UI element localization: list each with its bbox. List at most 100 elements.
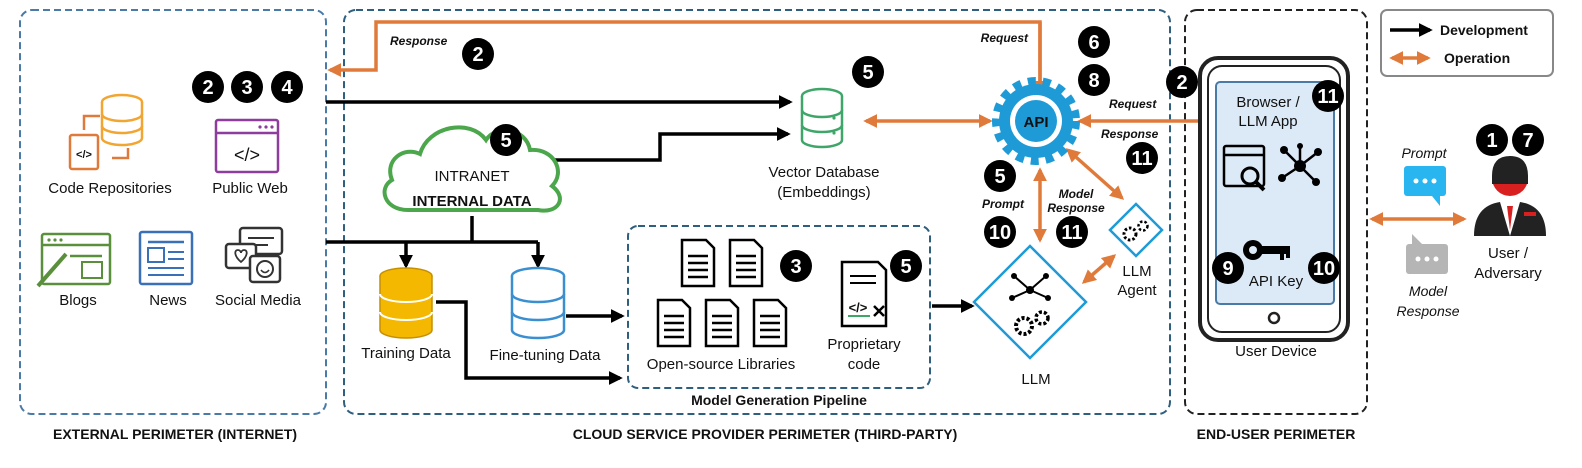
finetuning-data-icon	[510, 266, 566, 340]
social-media-icon	[224, 226, 284, 284]
cloud-perimeter-label: CLOUD SERVICE PROVIDER PERIMETER (THIRD-…	[573, 426, 958, 442]
badge-proprietary: 5	[890, 250, 922, 282]
edge-label-model-response-user-1: Model	[1409, 283, 1448, 299]
blogs-label: Blogs	[59, 292, 97, 309]
svg-text:11: 11	[1317, 86, 1338, 108]
public-web-icon: </>	[214, 118, 280, 174]
vector-database-label-1: Vector Database	[769, 164, 880, 181]
external-perimeter-box	[19, 9, 327, 415]
device-app-label-2: LLM App	[1238, 113, 1297, 130]
blogs-icon	[36, 232, 112, 288]
code-repositories-label: Code Repositories	[48, 180, 171, 197]
badge-response-top: 2	[462, 38, 494, 70]
badge-user-a: 1	[1476, 124, 1508, 156]
llm-icon	[972, 244, 1088, 360]
edge-label-response-top: Response	[390, 34, 448, 48]
svg-text:5: 5	[900, 256, 911, 278]
proprietary-code-label-2: code	[848, 356, 881, 373]
edge-label-prompt-user: Prompt	[1401, 145, 1447, 161]
svg-text:6: 6	[1088, 32, 1099, 54]
external-perimeter-label: EXTERNAL PERIMETER (INTERNET)	[53, 426, 297, 442]
enduser-perimeter-box	[1184, 9, 1368, 415]
badge-user-b: 7	[1512, 124, 1544, 156]
badge-external-c: 4	[271, 71, 303, 103]
badge-vector-db: 5	[852, 56, 884, 88]
edge-label-request-device: Request	[1109, 97, 1157, 111]
badge-libraries: 3	[780, 250, 812, 282]
legend-development-label: Development	[1440, 22, 1528, 38]
edge-label-response-device: Response	[1101, 127, 1159, 141]
intranet-to-vectordb-arrow	[538, 127, 791, 162]
edge-label-prompt-api: Prompt	[982, 197, 1025, 211]
proprietary-code-label-1: Proprietary	[827, 336, 901, 353]
edge-label-request-top: Request	[981, 31, 1029, 45]
svg-text:</>: </>	[849, 300, 868, 315]
legend-operation-label: Operation	[1444, 50, 1510, 66]
user-label-2: Adversary	[1474, 265, 1542, 282]
browser-search-icon	[1222, 144, 1266, 192]
badge-device-app: 11	[1312, 80, 1344, 112]
open-source-libraries-label: Open-source Libraries	[647, 356, 795, 373]
badge-device-request: 2	[1166, 66, 1198, 98]
svg-text:7: 7	[1522, 130, 1533, 152]
badge-response-device: 11	[1126, 142, 1158, 174]
intranet-subtitle: INTERNAL DATA	[412, 193, 531, 210]
response-arrow-top	[327, 20, 1042, 86]
badge-prompt-api-b: 10	[984, 216, 1016, 248]
cloud-perimeter-box	[343, 9, 1171, 415]
badge-api-key-a: 9	[1212, 252, 1244, 284]
vector-database-icon	[800, 87, 844, 149]
llm-label: LLM	[1021, 371, 1050, 388]
social-media-label: Social Media	[215, 292, 302, 309]
intranet-title: INTRANET	[435, 168, 510, 185]
svg-text:3: 3	[241, 77, 252, 99]
badge-model-response: 11	[1056, 216, 1088, 248]
api-key-label: API Key	[1249, 273, 1304, 290]
open-source-libraries-icon	[656, 238, 788, 348]
api-label: API	[1023, 114, 1048, 131]
pipeline-box	[627, 225, 931, 389]
code-repositories-icon: </>	[68, 93, 144, 171]
user-adversary-icon	[1474, 156, 1546, 236]
svg-text:2: 2	[1176, 72, 1187, 94]
svg-text:2: 2	[472, 44, 483, 66]
badge-api-a: 6	[1078, 26, 1110, 58]
news-label: News	[149, 292, 187, 309]
llm-agent-icon	[1108, 202, 1164, 258]
vector-database-label-2: (Embeddings)	[777, 184, 870, 201]
svg-text:9: 9	[1222, 258, 1233, 280]
svg-text:5: 5	[994, 166, 1005, 188]
svg-text:</>: </>	[234, 145, 260, 165]
user-label-1: User /	[1488, 245, 1529, 262]
edge-label-model-response-1: Model	[1059, 187, 1094, 201]
proprietary-code-icon: </>	[840, 260, 888, 328]
llm-agent-label-1: LLM	[1122, 263, 1151, 280]
training-data-label: Training Data	[361, 345, 451, 362]
legend: Development Operation	[1380, 9, 1554, 77]
svg-text:3: 3	[790, 256, 801, 278]
training-data-icon	[379, 267, 433, 339]
svg-text:4: 4	[281, 77, 293, 99]
badge-intranet: 5	[490, 124, 522, 156]
svg-text:10: 10	[989, 222, 1011, 244]
enduser-perimeter-label: END-USER PERIMETER	[1197, 426, 1356, 442]
llm-agent-arrow	[1081, 254, 1117, 284]
svg-text:8: 8	[1088, 70, 1099, 92]
svg-text:5: 5	[862, 62, 873, 84]
edge-label-model-response-2: Response	[1047, 201, 1105, 215]
svg-text:11: 11	[1131, 148, 1152, 170]
svg-text:5: 5	[500, 130, 511, 152]
api-gear-icon	[992, 77, 1080, 165]
training-to-pipeline-arrow	[436, 300, 623, 385]
edge-label-model-response-user-2: Response	[1396, 303, 1459, 319]
prompt-bubble-icon	[1404, 166, 1446, 206]
badge-api-key-b: 10	[1308, 252, 1340, 284]
api-key-icon	[1243, 240, 1290, 260]
svg-text:11: 11	[1061, 222, 1082, 244]
badge-external-a: 2	[192, 71, 224, 103]
svg-text:10: 10	[1313, 258, 1335, 280]
badge-api-b: 8	[1078, 64, 1110, 96]
public-web-label: Public Web	[212, 180, 288, 197]
badge-prompt-api: 5	[984, 160, 1016, 192]
